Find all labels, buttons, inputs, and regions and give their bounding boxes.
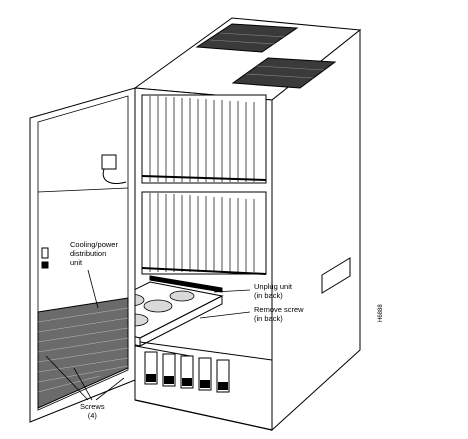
unplug-label: Unplug unit (in back) xyxy=(254,282,292,300)
unplug-label-line1: Unplug unit xyxy=(254,282,292,291)
remove-screw-label-line2: (in back) xyxy=(254,314,283,323)
lower-card-cage xyxy=(141,191,267,275)
power-supply-bays xyxy=(144,351,230,393)
remove-screw-label: Remove screw (in back) xyxy=(254,305,304,323)
cooling-unit-label-line1: Cooling/power xyxy=(70,240,118,249)
unplug-label-line2: (in back) xyxy=(254,291,283,300)
open-front-door xyxy=(29,87,136,423)
cooling-unit-label-line3: unit xyxy=(70,258,83,267)
upper-card-cage xyxy=(141,94,267,184)
side-handle-slot xyxy=(321,257,351,294)
cooling-unit-label-line2: distribution xyxy=(70,249,107,258)
figure-id: H6888 xyxy=(378,304,384,322)
screws-label-line2: (4) xyxy=(87,411,97,420)
top-vent-grilles xyxy=(195,23,337,89)
screws-label: Screws (4) xyxy=(80,402,105,420)
remove-screw-label-line1: Remove screw xyxy=(254,305,304,314)
screws-label-line1: Screws xyxy=(80,402,105,411)
callout-leaders xyxy=(45,269,251,401)
cooling-unit-label: Cooling/power distribution unit xyxy=(70,240,118,267)
